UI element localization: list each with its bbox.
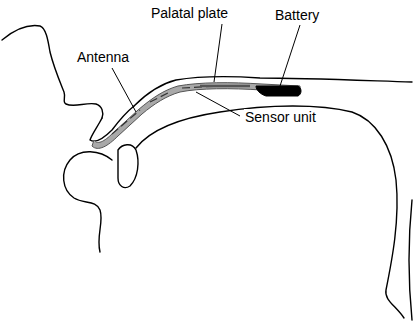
leader-line bbox=[196, 92, 240, 116]
face-profile bbox=[2, 26, 103, 118]
leader-line bbox=[280, 25, 300, 86]
part-label: Antenna bbox=[76, 49, 130, 65]
battery bbox=[256, 86, 301, 96]
leader-line bbox=[112, 68, 136, 112]
part-label: Palatal plate bbox=[150, 5, 229, 21]
pharynx bbox=[409, 200, 412, 320]
lower-teeth bbox=[118, 145, 138, 188]
antenna bbox=[112, 86, 220, 134]
lower-lip bbox=[64, 152, 112, 252]
part-label: Battery bbox=[274, 7, 320, 23]
sensor-unit bbox=[200, 85, 250, 88]
part-label: Sensor unit bbox=[244, 109, 317, 125]
leader-line bbox=[214, 24, 222, 82]
tongue bbox=[136, 106, 404, 318]
